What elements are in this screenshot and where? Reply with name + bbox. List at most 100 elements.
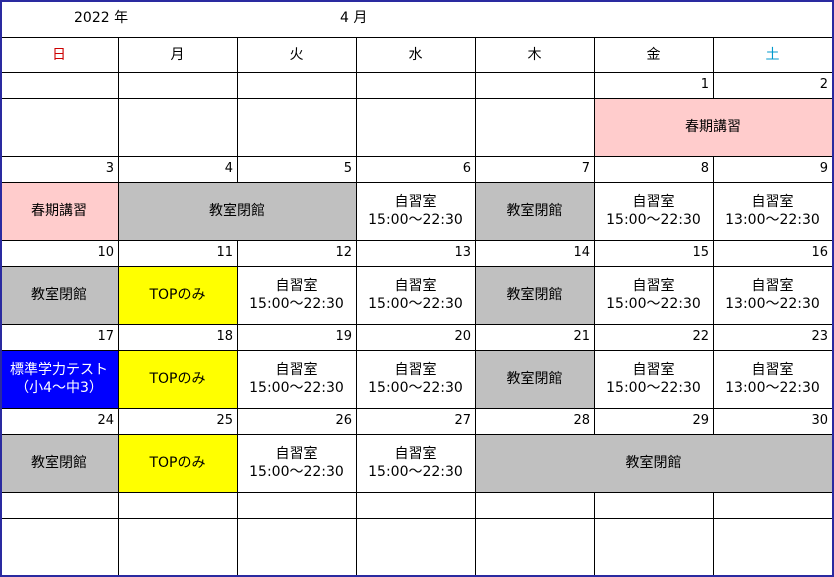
day-number: 23 [811, 329, 828, 344]
grid-line [0, 240, 832, 241]
day-number [356, 492, 475, 518]
day-number: 28 [573, 413, 590, 428]
grid-line [0, 350, 832, 351]
day-number: 8 [700, 161, 709, 176]
grid-line [594, 350, 595, 408]
event-title: 自習室 [394, 446, 437, 462]
event-title: 自習室 [751, 278, 794, 294]
grid-line [594, 98, 595, 156]
grid-line [356, 492, 357, 518]
weekday-header-3: 水 [408, 46, 423, 63]
weekday-header-6: 土 [765, 46, 780, 63]
day-number [356, 72, 475, 98]
event-title: 自習室 [751, 362, 794, 378]
weekday-header-0: 日 [52, 46, 66, 63]
event-cell: 教室閉館 [475, 350, 594, 408]
grid-line [356, 182, 357, 240]
day-number: 6 [462, 161, 471, 176]
grid-line [713, 350, 714, 408]
grid-line [356, 37, 357, 72]
grid-line [475, 156, 476, 182]
day-number: 27 [454, 413, 471, 428]
event-time: 13:00～22:30 [725, 212, 820, 228]
grid-line [237, 72, 238, 98]
grid-line [356, 240, 357, 266]
day-number: 13 [454, 245, 471, 260]
grid-line [118, 350, 119, 408]
event-title: 自習室 [275, 278, 318, 294]
grid-line [713, 156, 714, 182]
event-time: （小4～中3） [15, 380, 103, 396]
event-title: 自習室 [275, 362, 318, 378]
event-cell: 自習室 15:00～22:30 [594, 266, 713, 324]
event-time: 15:00～22:30 [606, 296, 701, 312]
grid-line [475, 98, 476, 156]
day-number: 2 [819, 77, 828, 92]
grid-line [475, 434, 476, 492]
grid-line [356, 518, 357, 576]
grid-line [475, 266, 476, 324]
grid-line [713, 182, 714, 240]
event-title: TOPのみ [149, 455, 206, 471]
grid-line [713, 266, 714, 324]
day-number [237, 492, 356, 518]
event-title: 教室閉館 [31, 287, 87, 303]
weekday-header-4: 木 [527, 46, 542, 63]
event-title: 自習室 [394, 194, 437, 210]
grid-line [118, 37, 119, 72]
grid-line [0, 156, 832, 157]
day-number: 16 [811, 245, 828, 260]
event-title: 自習室 [632, 362, 675, 378]
event-title: 自習室 [632, 278, 675, 294]
grid-line [0, 324, 832, 325]
grid-line [356, 408, 357, 434]
day-number: 29 [692, 413, 709, 428]
grid-line [356, 156, 357, 182]
grid-line [237, 266, 238, 324]
weekday-header-1: 月 [170, 46, 185, 63]
event-cell: 自習室 13:00～22:30 [713, 182, 832, 240]
day-number [118, 72, 237, 98]
event-cell: 教室閉館 [118, 182, 356, 240]
grid-line [118, 492, 119, 518]
event-title: 自習室 [751, 194, 794, 210]
grid-line [713, 518, 714, 576]
grid-line [237, 98, 238, 156]
grid-line [237, 156, 238, 182]
grid-line [0, 98, 832, 99]
year-label: 2022 年 [74, 10, 129, 26]
grid-line [118, 156, 119, 182]
day-number: 24 [97, 413, 114, 428]
grid-line [237, 37, 238, 72]
grid-line [118, 182, 119, 240]
grid-line [594, 266, 595, 324]
grid-line [356, 324, 357, 350]
day-number [0, 72, 118, 98]
grid-line [0, 492, 832, 493]
grid-line [475, 408, 476, 434]
weekday-header-2: 火 [289, 46, 304, 63]
grid-line [237, 350, 238, 408]
grid-line [237, 434, 238, 492]
grid-line [475, 182, 476, 240]
grid-line [475, 324, 476, 350]
grid-line [713, 72, 714, 98]
grid-line [118, 240, 119, 266]
day-number: 12 [335, 245, 352, 260]
day-number: 18 [216, 329, 233, 344]
grid-line [237, 492, 238, 518]
event-title: 自習室 [394, 362, 437, 378]
day-number [118, 492, 237, 518]
event-title: 春期講習 [31, 203, 87, 219]
grid-line [0, 434, 832, 435]
weekday-header-5: 金 [646, 46, 661, 63]
event-title: 教室閉館 [31, 455, 87, 471]
event-title: 自習室 [394, 278, 437, 294]
grid-line [356, 434, 357, 492]
event-cell: 教室閉館 [475, 182, 594, 240]
